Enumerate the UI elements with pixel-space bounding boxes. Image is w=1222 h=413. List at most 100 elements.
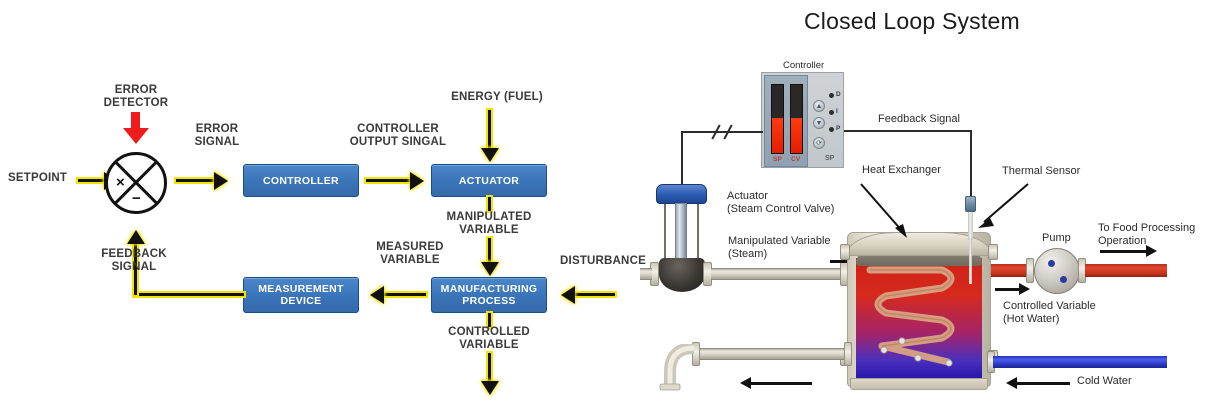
controller-bar-cv-fill [791, 117, 802, 153]
label-measured-variable: MEASURED VARIABLE [376, 241, 444, 266]
steam-pipe-left-stub [640, 268, 652, 280]
arrow-measured-variable-shaft [380, 291, 428, 298]
controller-output-wire-vertical [681, 131, 683, 184]
label-controller-output-signal: CONTROLLER OUTPUT SINGAL [349, 123, 447, 148]
controlled-variable-arrow-shaft [995, 288, 1021, 291]
block-controller[interactable]: CONTROLLER [243, 164, 359, 197]
block-actuator[interactable]: ACTUATOR [431, 164, 547, 197]
arrow-controlled-variable-shaft-upper [486, 311, 493, 329]
label-error-signal: ERROR SIGNAL [194, 123, 240, 148]
label-to-food-processing: To Food Processing Operation [1098, 222, 1196, 247]
controller-bar-cv [790, 84, 803, 154]
valve-stem-housing [675, 203, 687, 259]
controller-indicator-p [829, 127, 834, 132]
tank-lug-top-right [988, 244, 998, 260]
controller-button-mode[interactable]: ⟳ [813, 137, 825, 149]
arrow-controlled-variable-head [480, 381, 499, 395]
thermal-sensor-pointer-arrow [978, 183, 1029, 228]
tank-liquid [856, 258, 982, 380]
heat-exchanger-coil [866, 266, 955, 367]
cold-water-arrow-shaft [1016, 382, 1070, 385]
block-diagram: SETPOINT ERROR DETECTOR × − ERROR SIGNAL… [8, 84, 646, 395]
controller-indicator-d [829, 93, 834, 98]
feedback-path-horizontal [132, 291, 246, 298]
food-processing-arrow-head [1146, 245, 1157, 257]
arrow-manipulated-variable-head [480, 262, 499, 276]
block-manufacturing-process[interactable]: MANUFACTURING PROCESS [431, 277, 547, 313]
label-feedback-signal: FEEDBACK SIGNAL [101, 248, 167, 273]
controller-button-up[interactable]: ▲ [813, 100, 825, 112]
controller-button-down[interactable]: ▼ [813, 117, 825, 129]
label-manipulated-variable: MANIPULATED VARIABLE [446, 211, 532, 236]
valve-actuator-diaphragm [656, 184, 707, 204]
arrow-feedback-head [127, 230, 145, 244]
feedback-path-vertical [132, 242, 139, 297]
label-setpoint: SETPOINT [8, 172, 68, 184]
pump-bolt-1 [1048, 260, 1055, 267]
condensate-flange-right [844, 342, 852, 366]
arrow-error-signal-head [214, 172, 228, 190]
thermal-sensor-probe [969, 238, 972, 284]
controller-bar-label-sp: SP [773, 156, 783, 163]
arrow-controlled-variable-shaft-lower [486, 351, 493, 385]
cold-water-pipe [993, 356, 1167, 368]
arrow-measured-variable-head [370, 286, 384, 304]
controller-bar-label-cv: CV [791, 156, 801, 163]
summing-junction: × − [105, 152, 167, 214]
condensate-pipe-horizontal [698, 348, 850, 360]
arrow-energy-shaft [486, 108, 493, 152]
arrow-manipulated-variable-shaft-lower [486, 236, 493, 266]
condensate-arrow-head [740, 377, 751, 389]
arrow-setpoint-shaft [76, 177, 108, 184]
controller-bargraph-panel: SP CV [764, 75, 808, 167]
label-pump: Pump [1042, 232, 1071, 244]
summing-junction-plus-symbol: × [116, 174, 125, 191]
thermal-sensor-head [965, 196, 976, 212]
arrow-controller-output-head [410, 172, 424, 190]
label-disturbance: DISTURBANCE [560, 255, 646, 267]
label-thermal-sensor: Thermal Sensor [1002, 165, 1081, 177]
controller-panel-title: Controller [783, 60, 825, 71]
arrow-controller-output-shaft [364, 177, 414, 184]
steam-pipe-to-tank [711, 268, 846, 280]
label-feedback-signal-plant: Feedback Signal [878, 113, 960, 125]
label-manipulated-variable-plant: Manipulated Variable (Steam) [728, 235, 831, 260]
label-error-detector: ERROR DETECTOR [103, 84, 169, 109]
arrow-disturbance-shaft [573, 291, 617, 298]
hot-water-flange-1 [1026, 258, 1034, 283]
arrow-energy-head [480, 148, 499, 162]
block-measurement-device[interactable]: MEASUREMENT DEVICE [243, 277, 359, 313]
tank-lug-top-left [840, 244, 850, 260]
thermal-sensor-stem [968, 212, 973, 240]
valve-body [659, 258, 705, 292]
controller-indicator-label-i: I [836, 108, 838, 115]
label-heat-exchanger: Heat Exchanger [862, 164, 941, 176]
controller-bar-sp-fill [772, 117, 783, 153]
valve-yoke [664, 196, 699, 262]
controller-indicator-label-p: P [836, 125, 841, 132]
hot-water-pipe-segment-1 [991, 264, 1029, 277]
feedback-wire-horizontal [844, 130, 972, 132]
summing-junction-minus-symbol: − [132, 190, 141, 207]
controller-bar-sp [771, 84, 784, 154]
tank-rim [847, 232, 991, 256]
pump[interactable] [1034, 248, 1080, 294]
controller-panel[interactable]: SP CV ▲ ▼ ⟳ D I P SP [761, 72, 844, 168]
feedback-wire-vertical [970, 130, 972, 198]
controller-sp-corner-label: SP [825, 155, 835, 162]
plant-illustration: Closed Loop System Controller SP CV ▲ ▼ … [640, 0, 1222, 413]
label-energy-fuel: ENERGY (FUEL) [451, 91, 543, 103]
error-detector-arrow-head [122, 128, 149, 144]
label-actuator-valve: Actuator (Steam Control Valve) [727, 190, 835, 215]
label-controlled-variable-plant: Controlled Variable (Hot Water) [1003, 300, 1096, 325]
heat-exchanger-pointer-arrow [860, 183, 907, 238]
pump-bolt-2 [1060, 276, 1067, 283]
arrow-error-signal-shaft [174, 177, 218, 184]
food-processing-arrow-shaft [1100, 250, 1148, 253]
label-controlled-variable: CONTROLLED VARIABLE [448, 326, 530, 351]
hot-water-pipe-segment-2 [1085, 264, 1167, 277]
controller-indicator-i [829, 110, 834, 115]
error-detector-arrow-shaft [131, 112, 140, 130]
label-cold-water: Cold Water [1077, 375, 1132, 387]
